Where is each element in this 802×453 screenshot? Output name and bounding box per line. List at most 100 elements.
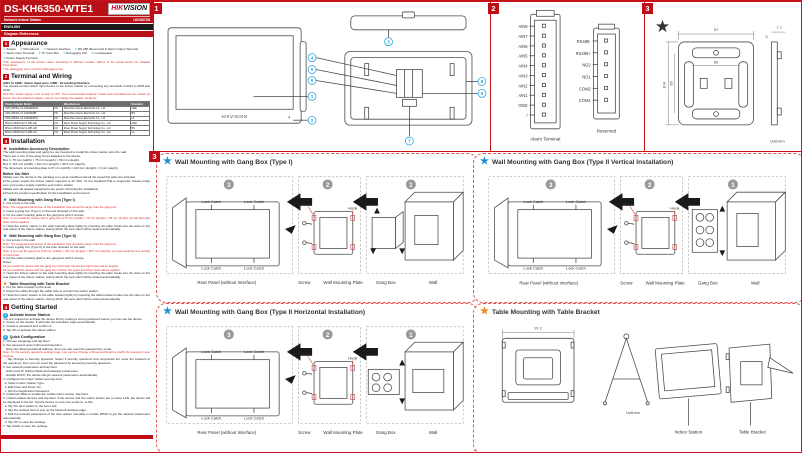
reserved-pin-labels: RS485- RS485+ NO2 NO1 COM2 COM1: [576, 39, 592, 103]
accessory-description-body: The wall mounting plate and gang box are…: [3, 150, 127, 170]
appearance-note-1: *The appearance of the device varies acc…: [3, 59, 150, 68]
caption-indoor-station: Indoor Station: [675, 429, 703, 434]
step-2-badge: 2: [326, 332, 330, 339]
appearance-item: ⑦Debugging Port: [62, 51, 88, 56]
plate-front-view: [678, 41, 754, 126]
accessory-description-heading: ★ Installation Accessory Description: [3, 145, 70, 151]
svg-text:AIN3: AIN3: [518, 73, 528, 78]
insert-arrow-icon: [284, 375, 296, 384]
table-mount-panel: ★ Table Mounting with Table Bracket 97.2: [473, 303, 801, 452]
hook-label: Hook: [302, 202, 311, 207]
lock-catch-label: Lock Catch: [244, 266, 264, 271]
svg-text:GND: GND: [518, 103, 527, 108]
section-installation-title: 3 Installation: [3, 137, 45, 145]
callout-7: 7: [408, 139, 411, 145]
plate-side-view: 7.7 3: [765, 25, 786, 126]
table-mount-diagram: 97.2 Unit:mm: [501, 326, 794, 434]
caption-table-bracket: Table Bracket: [739, 429, 767, 434]
svg-text:AIN8: AIN8: [518, 24, 528, 29]
step-3-badge: 3: [227, 182, 231, 189]
step-1-badge: 1: [409, 332, 413, 339]
appearance-item: ②Microphone: [19, 47, 40, 51]
logo-vision: VISION: [123, 5, 147, 12]
logo-hik: HIK: [111, 5, 124, 12]
type2-horizontal-heading: ★ Wall Mounting with Gang Box (Type II H…: [163, 306, 366, 317]
lock-catch-label: Lock Catch: [244, 416, 264, 421]
caption-plate: Wall Mounting Plate: [323, 430, 363, 435]
reserved-pin-ticks: [592, 40, 598, 101]
blue-star-icon: ★: [480, 156, 489, 167]
insert-arrow-icon: [606, 225, 618, 234]
svg-text:AIN1: AIN1: [518, 93, 528, 98]
diagram-references-bar: Diagram References: [1, 31, 153, 37]
terminal-pins-line: AIN1 to AIN8 : Alarm Input pins. GND : G…: [3, 81, 90, 86]
plate-dimensions-panel: ★ 97 60 104 85: [644, 1, 801, 152]
adapter-table: Power Adapter Model Manufacturer Standar…: [3, 101, 151, 136]
caption-rear-panel: Rear Panel (without Interface): [197, 280, 256, 285]
quick-config-note: Note: On the security questions settings…: [3, 350, 150, 358]
callout-8: 8: [481, 79, 484, 85]
caption-wall: Wall: [751, 280, 759, 285]
type2-step-2: 2. Insert a gang box (Type II) to the ho…: [3, 245, 86, 250]
red-star-icon: ★: [3, 145, 8, 151]
activate-heading: 1 Activate Indoor Station: [3, 312, 50, 318]
appearance-item: ⑨Power Supply Terminal: [3, 55, 38, 60]
left-arrow-icon: [352, 193, 378, 211]
bracket-front-view: 97.2: [501, 326, 575, 403]
table-mount-heading: ★ Table Mounting with Table Bracket: [3, 280, 70, 286]
type2-step-3: 3. Fix the wall mounting plate to the ga…: [3, 256, 85, 261]
type1-step-4: 4. Hook the indoor station to the wall m…: [3, 223, 150, 232]
reserved-connector: [593, 23, 620, 120]
rear-panel-drawing: Lock Catch Lock Catch Lock Catch Lock Ca…: [172, 197, 280, 271]
left-arrow-icon: [608, 193, 635, 211]
caption-screw: Screw: [298, 430, 311, 435]
left-arrow-icon: [286, 343, 313, 361]
caption-plate: Wall Mounting Plate: [323, 280, 363, 285]
step-2-badge: 2: [648, 182, 652, 189]
panel-1-badge: 1: [151, 3, 162, 14]
lock-catch-label: Lock Catch: [201, 266, 221, 271]
type1-mount-diagram: 3 2 1 Lock Catch Lock Catch Lock Catch L…: [166, 176, 465, 285]
mounting-plate-drawing: Hook Hook: [624, 202, 679, 255]
lock-catch-label: Lock Catch: [244, 349, 264, 354]
appearance-item: ⑧Loudspeaker: [91, 51, 113, 56]
circle-2-icon: 2: [3, 335, 8, 340]
section-3-badge: 3: [3, 138, 9, 145]
indoor-station-drawing: [654, 343, 722, 400]
hook-label: Hook: [348, 206, 357, 211]
appearance-note-2: *The debugging port is used for debuggin…: [3, 66, 64, 71]
title-bar: DS-KH6350-WTE1 HIKVISION Network Indoor …: [1, 1, 153, 23]
appearance-diagram-panel: HIKVISION: [153, 1, 492, 152]
callout-1: 1: [311, 94, 314, 100]
insert-arrow-icon: [284, 225, 296, 234]
section-4-badge: 4: [3, 304, 9, 311]
type2-note-1: Note: The suggested dimension of the ins…: [3, 241, 117, 246]
caption-wall: Wall: [429, 430, 437, 435]
quick-config-steps-2: - Tap Change to Security Question. Selec…: [3, 357, 150, 428]
lock-catch-label: Lock Catch: [566, 199, 586, 204]
doc-code: UD26872B: [133, 18, 150, 22]
svg-text:AIN6: AIN6: [518, 44, 528, 49]
section-1-badge: 1: [3, 40, 9, 47]
left-column: DS-KH6350-WTE1 HIKVISION Network Indoor …: [1, 1, 153, 450]
unit-label: Unit:mm: [770, 139, 785, 144]
appearance-items: ①Screen ②Microphone ③Network Interface ④…: [3, 47, 150, 61]
caption-gang-box: Gang Box: [376, 280, 397, 285]
type1-heading: ★ Wall Mounting with Gang Box (Type I): [3, 196, 75, 202]
caption-gang-box: Gang Box: [376, 430, 397, 435]
table-mount-heading: ★ Table Mounting with Table Bracket: [480, 306, 600, 317]
step-1-badge: 1: [731, 182, 735, 189]
mounting-plate-drawing: Hook Hook: [302, 352, 357, 405]
unit-label: Unit:mm: [626, 410, 640, 415]
hikvision-logo: HIKVISION: [108, 3, 150, 15]
caption-plate: Wall Mounting Plate: [645, 280, 685, 285]
quick-config-heading: 2 Quick Configuration: [3, 335, 46, 340]
terminal-diagram: AIN8 AIN7 AIN6 AIN5 AIN4 AIN3 AIN2 AIN1 …: [518, 9, 620, 142]
gang-box-wall-drawing: [367, 341, 465, 411]
blue-star-icon: ★: [163, 156, 172, 167]
callout-lines: [253, 29, 478, 137]
top-view: [350, 11, 467, 31]
callout-5: 5: [311, 67, 314, 73]
dim-height: 104: [662, 81, 667, 88]
type2-notes-label: Notes:: [3, 260, 12, 265]
